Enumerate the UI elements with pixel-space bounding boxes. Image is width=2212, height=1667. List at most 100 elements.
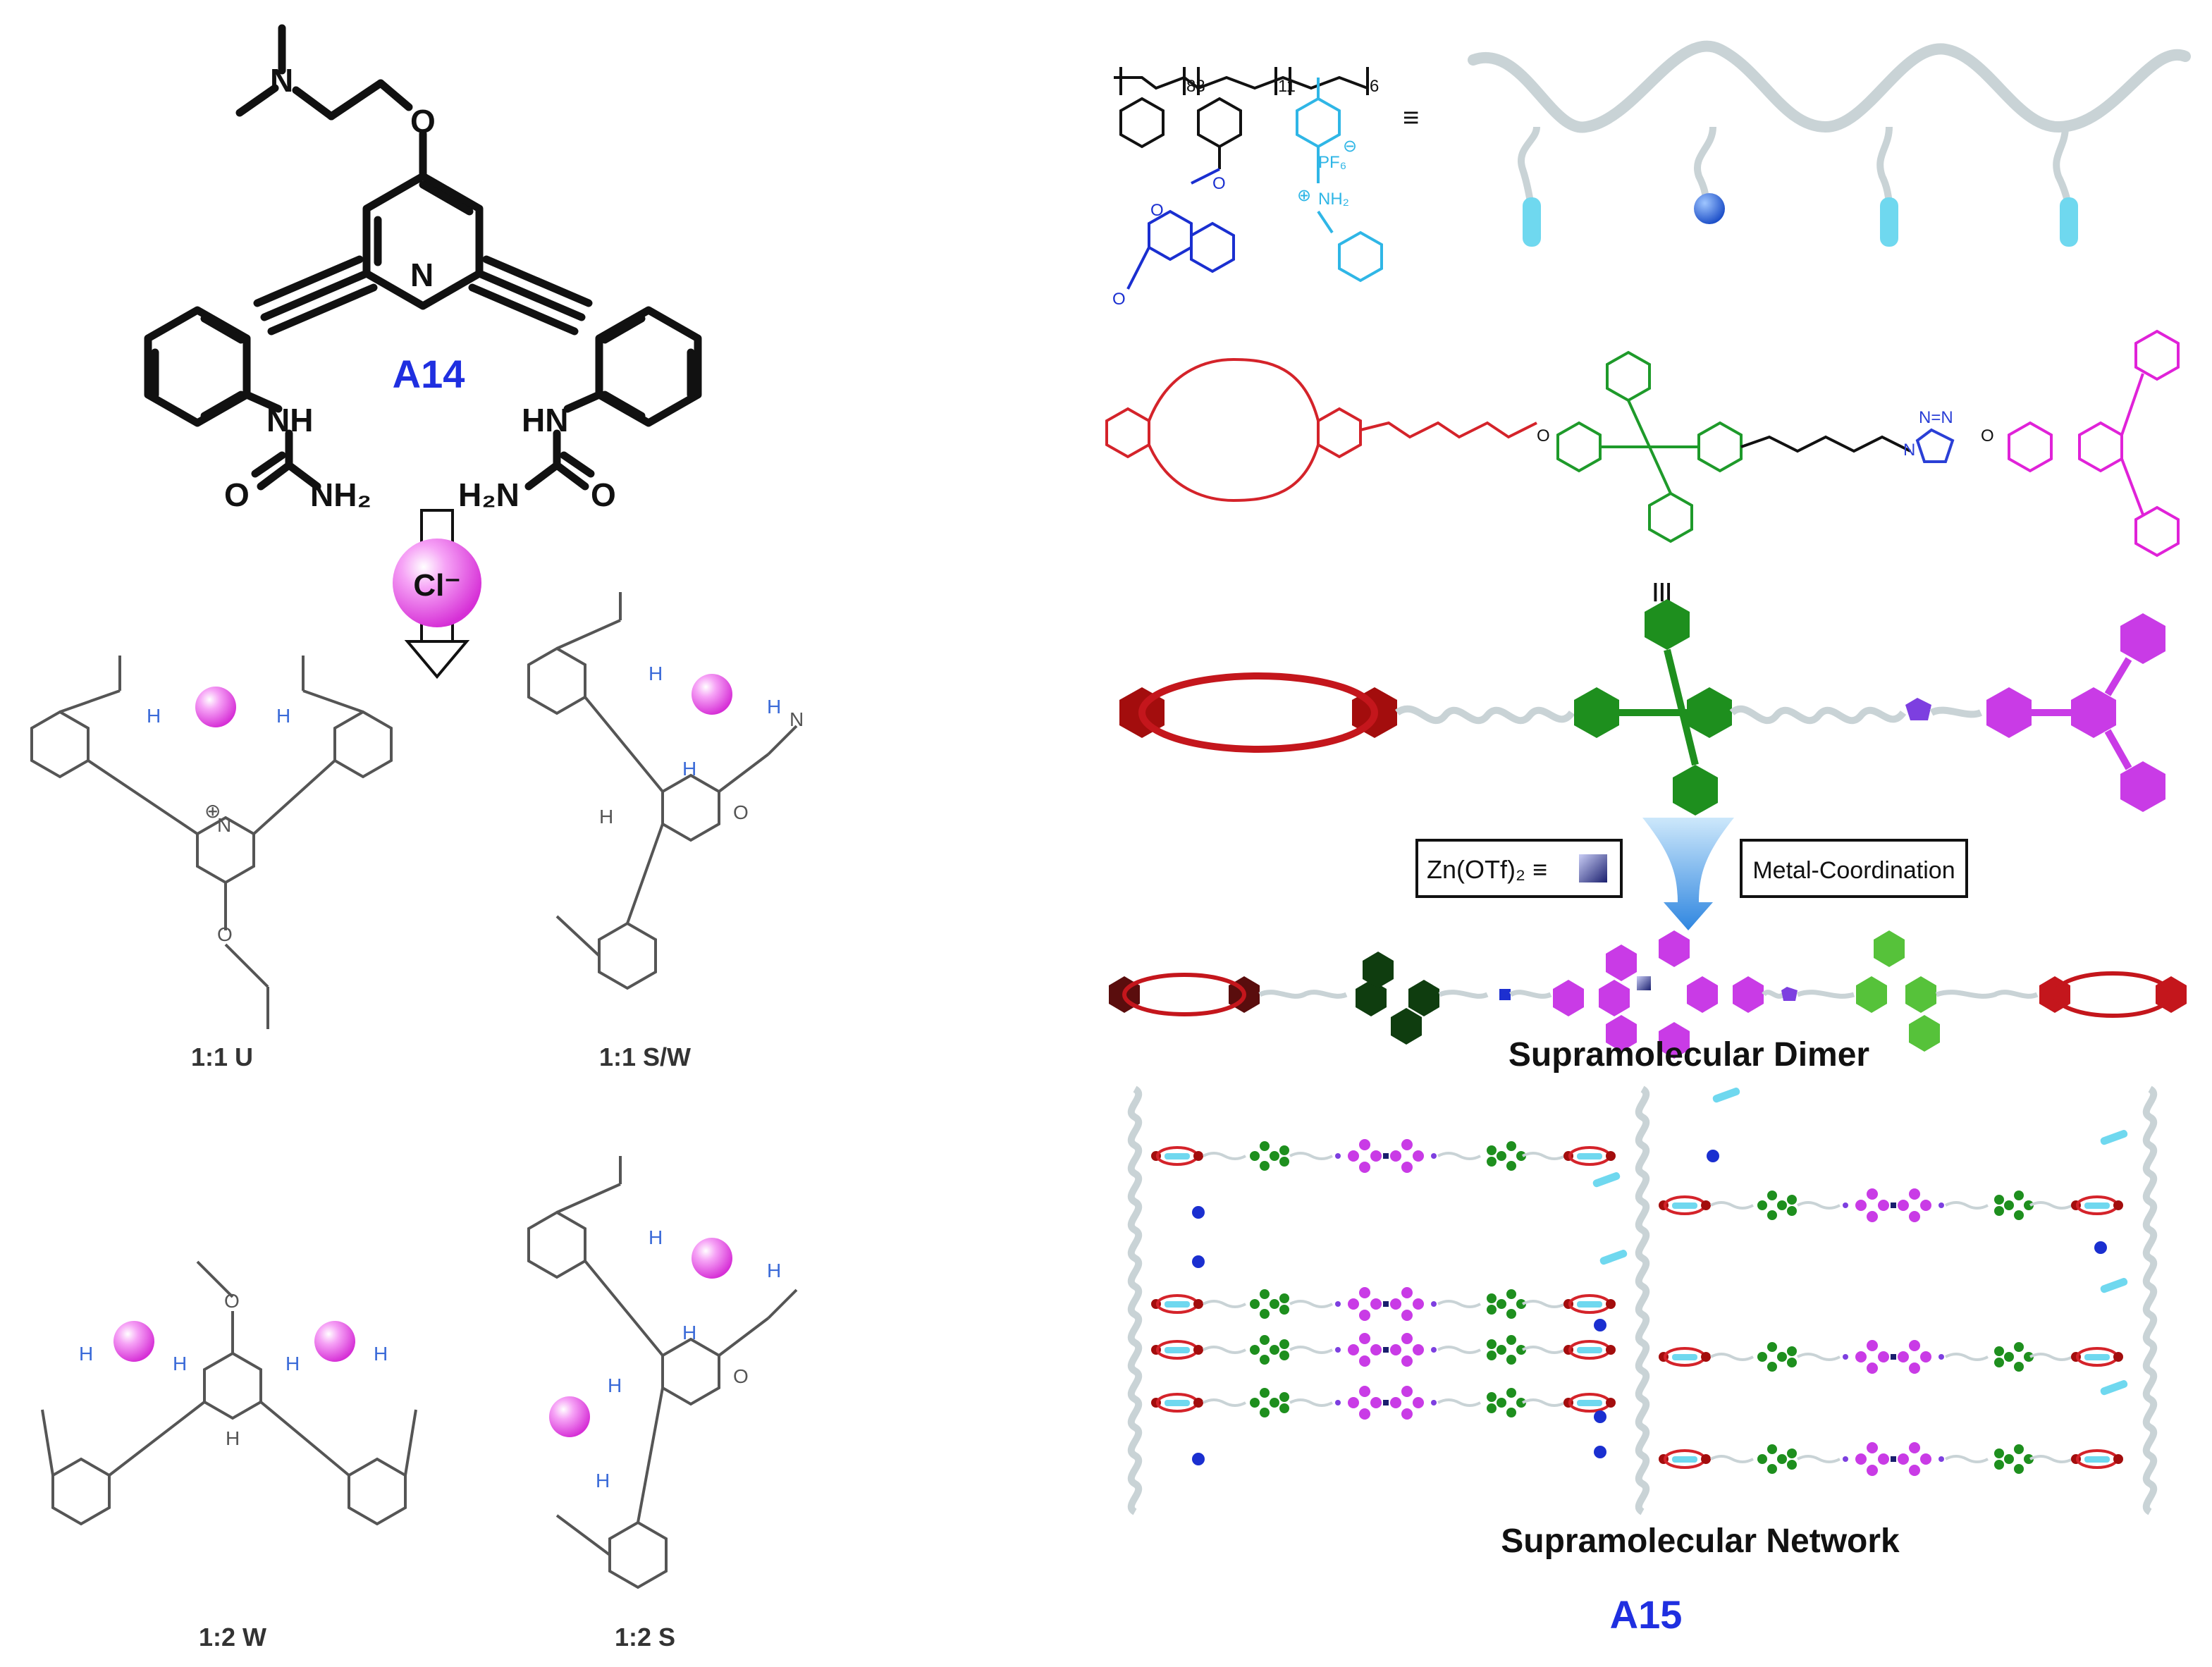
- catechol-ring: [1317, 407, 1362, 459]
- crown-ring: [1122, 973, 1246, 1016]
- network-linker: [1945, 1353, 1989, 1361]
- network-tpe-hex: [1279, 1392, 1289, 1402]
- a14-structure: [144, 24, 702, 491]
- subscript-11: 11: [1278, 77, 1296, 96]
- complex-chain-bond: [718, 753, 770, 793]
- label-1-1-sw: 1:1 S/W: [599, 1042, 691, 1071]
- terpyridine-ring: [2078, 421, 2123, 473]
- network-tpe-hex: [2024, 1454, 2034, 1464]
- network-linker: [1289, 1346, 1333, 1354]
- network-linker: [1945, 1201, 1989, 1210]
- complex-alkyne: [626, 823, 664, 924]
- complex-alkyne: [584, 696, 664, 793]
- network-terpy-hex: [1855, 1200, 1867, 1211]
- network-cartoon: [1127, 1085, 2158, 1515]
- network-tpe-hex: [1279, 1339, 1289, 1349]
- urea-right-cn: [524, 461, 561, 491]
- network-tpe-hex: [1260, 1388, 1270, 1398]
- polymer-cartoon: [1468, 40, 2191, 247]
- network-zn-center: [1383, 1400, 1389, 1405]
- urea-left-nh-bond: [242, 390, 283, 413]
- network-terpy-hex: [1413, 1150, 1424, 1162]
- urea-left-o: O: [224, 476, 250, 513]
- terpyridine-ring: [2134, 505, 2180, 558]
- network-tpe-hex: [1506, 1141, 1516, 1151]
- chloride-ball: [692, 674, 732, 715]
- amine-n: N: [270, 62, 293, 99]
- complex-alkyne: [108, 1401, 206, 1477]
- pyridinium-h: H: [599, 806, 613, 828]
- network-tpe-hex: [1516, 1299, 1526, 1309]
- network-triazole-dot: [1335, 1153, 1341, 1159]
- complex-urea-bond: [404, 1409, 417, 1476]
- network-tpe-hex: [1279, 1305, 1289, 1315]
- hex-magenta: [1599, 980, 1630, 1016]
- a15-label: A15: [1610, 1592, 1683, 1637]
- hex-dark-green: [1408, 980, 1439, 1016]
- network-crown-hex: [1701, 1454, 1711, 1464]
- side-chain: [1694, 126, 1716, 205]
- network-crown-hex: [2113, 1200, 2123, 1210]
- network-linker: [1437, 1152, 1481, 1160]
- network-terpy-hex: [1867, 1442, 1878, 1453]
- chloride-ball: [195, 687, 236, 727]
- ammonium-pendant: [2060, 197, 2078, 247]
- complex-pyridine: [661, 773, 720, 842]
- network-crown-hex: [2113, 1352, 2123, 1362]
- arrow-head: [404, 640, 470, 679]
- hex-magenta: [1986, 687, 2032, 738]
- hbond-h: H: [608, 1374, 622, 1396]
- network-terpy-hex: [1401, 1310, 1413, 1321]
- urea-right-h2n: H₂N: [458, 476, 520, 513]
- ether-o-small: O: [224, 1290, 240, 1312]
- alkyl-linker: [1740, 435, 1911, 453]
- network-zn-center: [1891, 1202, 1896, 1208]
- hbond-h: H: [173, 1353, 187, 1374]
- pyridinium-h: H: [226, 1427, 240, 1449]
- network-terpy-hex: [1898, 1200, 1909, 1211]
- network-ammonium-pendant: [1712, 1088, 1740, 1103]
- network-crown-hex: [1606, 1398, 1616, 1408]
- network-terpy-hex: [1401, 1139, 1413, 1150]
- network-ammonium-pendant: [1577, 1153, 1602, 1159]
- network-tpe-hex: [2024, 1352, 2034, 1362]
- ether-o-small: O: [733, 801, 749, 823]
- network-ammonium-pendant: [2084, 1354, 2110, 1360]
- network-tpe-hex: [1497, 1345, 1506, 1355]
- network-crown-hex: [1701, 1200, 1711, 1210]
- network-tpe-hex: [1506, 1309, 1516, 1319]
- hbond-h: H: [596, 1470, 610, 1491]
- network-terpy-hex: [1909, 1340, 1920, 1351]
- network-tpe-hex: [1487, 1145, 1497, 1155]
- benzene-left-double: [200, 390, 245, 420]
- benzene-right-double: [601, 390, 646, 420]
- complex-1-atoms: H H N O ⊕: [147, 705, 290, 945]
- network-terpy-hex: [1920, 1453, 1931, 1465]
- hex-magenta: [1687, 976, 1718, 1013]
- network-tpe-hex: [1279, 1293, 1289, 1303]
- network-terpy-hex: [1867, 1362, 1878, 1374]
- terpy-link: [2104, 729, 2132, 770]
- benzene-left: [144, 306, 251, 427]
- pf6-minus: ⊖: [1343, 137, 1357, 156]
- terpy-link: [2104, 657, 2132, 696]
- network-terpy-hex: [1401, 1162, 1413, 1173]
- tpe-link: [1664, 648, 1699, 766]
- network-tpe-hex: [1260, 1309, 1270, 1319]
- zn-label: Zn(OTf)₂ ≡: [1427, 855, 1547, 884]
- ammonium-plus: ⊕: [1297, 186, 1311, 205]
- chloride-ball: [549, 1396, 590, 1437]
- network-tpe-hex: [1260, 1408, 1270, 1417]
- hbond-h: H: [649, 1226, 663, 1248]
- n-methyl-bond-left: [235, 84, 279, 117]
- network-tpe-hex: [1777, 1352, 1787, 1362]
- network-terpy-hex: [1909, 1442, 1920, 1453]
- network-linker: [1203, 1398, 1246, 1407]
- linker-tube: [1935, 990, 2039, 999]
- network-tpe-hex: [1279, 1157, 1289, 1167]
- complex-chain-bond: [224, 943, 269, 988]
- equivalence-sign-vertical: ≡: [1641, 581, 1683, 603]
- hbond-h: H: [285, 1353, 300, 1374]
- network-tpe-hex: [1487, 1339, 1497, 1349]
- network-tpe-hex: [1260, 1161, 1270, 1171]
